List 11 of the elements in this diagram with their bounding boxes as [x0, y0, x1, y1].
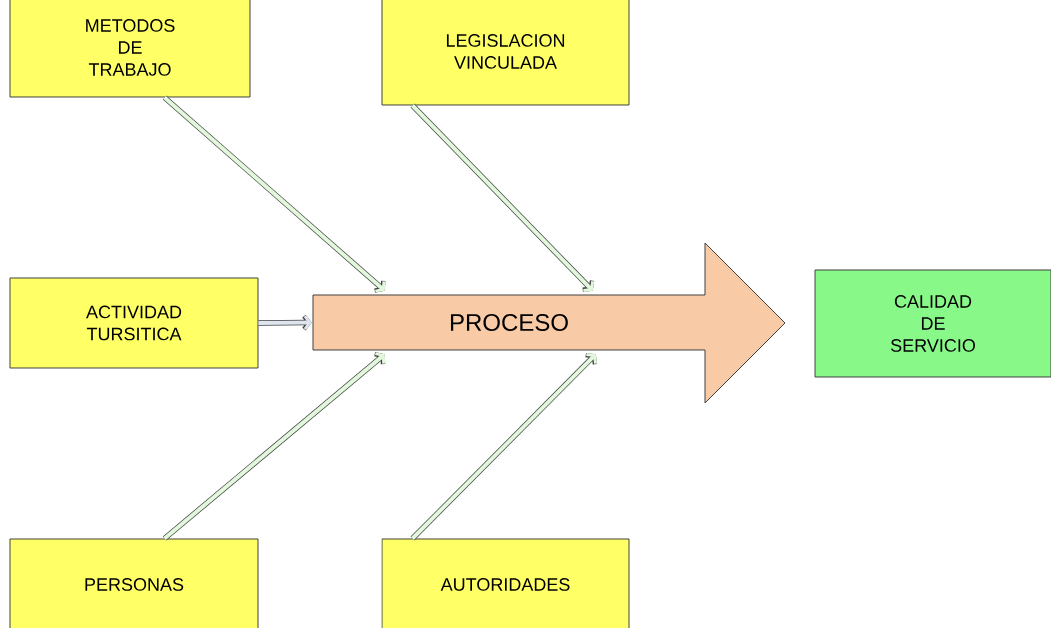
arrow [162, 95, 386, 293]
label-box: CALIDAD DE SERVICIO [814, 269, 1051, 378]
label-box: AUTORIDADES [381, 538, 630, 628]
arrow [410, 103, 595, 292]
arrow [162, 352, 386, 541]
arrow [258, 314, 312, 331]
arrow [410, 352, 598, 541]
label-box: LEGISLACION VINCULADA [381, 0, 630, 106]
label-box: ACTIVIDAD TURSITICA [9, 277, 259, 369]
label-box: METODOS DE TRABAJO [9, 0, 251, 98]
label-box: PERSONAS [9, 538, 259, 628]
